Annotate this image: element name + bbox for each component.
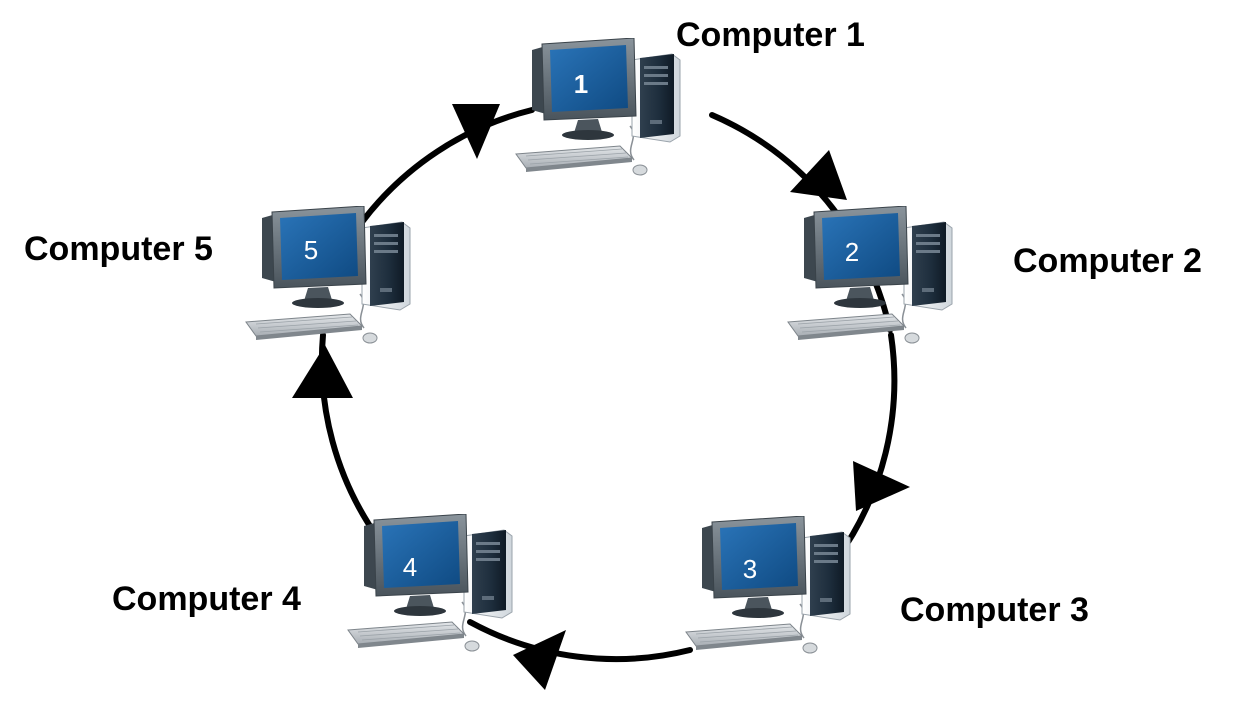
computer-1-label: Computer 1 xyxy=(676,16,865,54)
computer-icon xyxy=(685,516,851,654)
computer-2-label: Computer 2 xyxy=(1013,242,1202,280)
arrow-icon xyxy=(452,104,500,159)
link-3-4 xyxy=(467,619,693,663)
arrow-icon xyxy=(790,150,847,200)
computer-4-label: Computer 4 xyxy=(112,580,301,618)
computer-node-1: 1 xyxy=(515,38,681,176)
computer-icon xyxy=(515,38,681,176)
arrow-icon xyxy=(513,630,566,690)
computer-node-4: 4 xyxy=(347,514,513,652)
link-2-3 xyxy=(833,332,898,563)
computer-node-2: 2 xyxy=(787,206,953,344)
computer-node-3: 3 xyxy=(685,516,851,654)
link-1-2 xyxy=(709,112,893,333)
computer-3-label: Computer 3 xyxy=(900,591,1089,629)
direction-arrows xyxy=(292,104,910,690)
screen-number-5: 5 xyxy=(304,235,318,265)
screen-number-3: 3 xyxy=(743,554,757,584)
screen-number-1: 1 xyxy=(574,69,588,99)
screen-number-2: 2 xyxy=(845,237,859,267)
computer-icon xyxy=(245,206,411,344)
arrow-icon xyxy=(292,345,353,398)
computer-node-5: 5 xyxy=(245,206,411,344)
computer-icon xyxy=(787,206,953,344)
screen-number-4: 4 xyxy=(403,552,417,582)
link-5-1 xyxy=(359,107,535,225)
computer-5-label: Computer 5 xyxy=(24,230,213,268)
arrow-icon xyxy=(853,461,910,511)
